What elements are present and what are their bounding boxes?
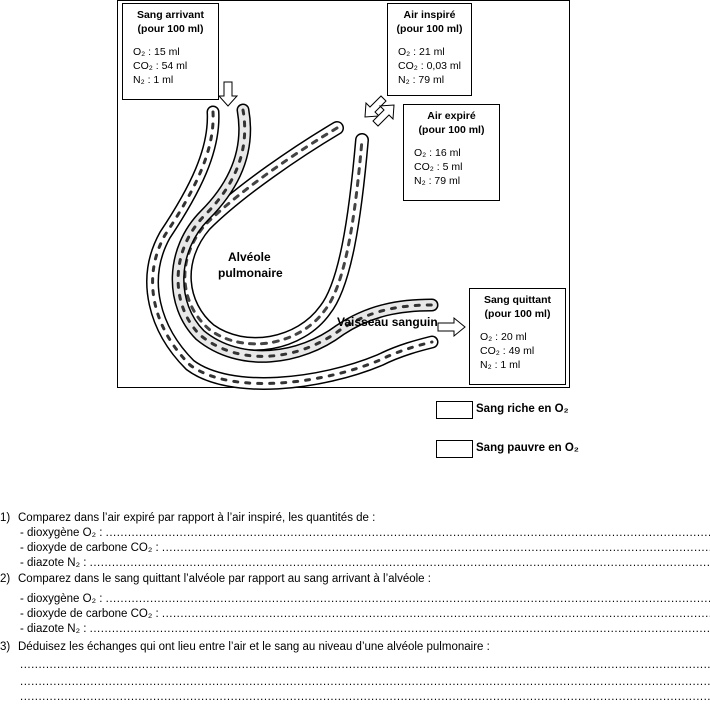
box-sang-quittant: Sang quittant (pour 100 ml) O₂ : 20 ml C…: [469, 288, 566, 385]
value-o2: O₂ : 21 ml: [398, 45, 465, 59]
answer-line[interactable]: - diazote N₂ : .........................…: [0, 622, 710, 637]
alveole-label-1: Alvéole: [228, 250, 271, 264]
question-text: Comparez dans le sang quittant l’alvéole…: [18, 573, 431, 585]
answer-label: - dioxygène O₂ :: [20, 527, 102, 539]
box-title: Sang quittant: [476, 293, 559, 307]
box-air-inspire: Air inspiré (pour 100 ml) O₂ : 21 ml CO₂…: [387, 3, 472, 96]
question-number: 2): [0, 572, 18, 587]
dotted-line: ........................................…: [20, 691, 710, 703]
legend-label-riche: Sang riche en O₂: [476, 403, 569, 415]
box-title: Air expiré: [410, 109, 493, 123]
box-subtitle: (pour 100 ml): [129, 22, 212, 36]
answer-line[interactable]: - dioxyde de carbone CO₂ : .............…: [0, 541, 710, 556]
question-1: 1)Comparez dans l’air expiré par rapport…: [0, 511, 708, 526]
value-co2: CO₂ : 49 ml: [480, 344, 559, 358]
answer-label: - dioxygène O₂ :: [20, 593, 102, 605]
question-text: Déduisez les échanges qui ont lieu entre…: [18, 641, 490, 653]
dotted-line: ........................................…: [162, 542, 710, 554]
value-co2: CO₂ : 54 ml: [133, 59, 212, 73]
value-n2: N₂ : 1 ml: [480, 358, 559, 372]
dotted-line: ........................................…: [106, 527, 710, 539]
answer-line[interactable]: - dioxygène O₂ : .......................…: [0, 592, 710, 607]
box-title: Sang arrivant: [129, 8, 212, 22]
dotted-line: ........................................…: [20, 659, 710, 671]
dotted-line: ........................................…: [90, 623, 710, 635]
value-o2: O₂ : 16 ml: [414, 146, 493, 160]
value-o2: O₂ : 15 ml: [133, 45, 212, 59]
answer-label: - diazote N₂ :: [20, 623, 86, 635]
answer-line[interactable]: ........................................…: [0, 658, 710, 673]
value-n2: N₂ : 1 ml: [133, 73, 212, 87]
alveole-label-2: pulmonaire: [218, 266, 283, 280]
box-title: Air inspiré: [394, 8, 465, 22]
question-number: 1): [0, 511, 18, 526]
legend-swatch-pauvre: [436, 440, 473, 458]
answer-line[interactable]: - dioxygène O₂ : .......................…: [0, 526, 710, 541]
dotted-line: ........................................…: [162, 608, 710, 620]
answer-line[interactable]: - dioxyde de carbone CO₂ : .............…: [0, 607, 710, 622]
value-n2: N₂ : 79 ml: [414, 174, 493, 188]
box-subtitle: (pour 100 ml): [410, 123, 493, 137]
legend-swatch-riche: [436, 401, 473, 419]
arrow-blood-out: [438, 318, 465, 336]
box-subtitle: (pour 100 ml): [394, 22, 465, 36]
dotted-line: ........................................…: [20, 676, 710, 688]
value-o2: O₂ : 20 ml: [480, 330, 559, 344]
value-co2: CO₂ : 0,03 ml: [398, 59, 465, 73]
arrow-blood-in: [219, 82, 237, 106]
question-2: 2)Comparez dans le sang quittant l’alvéo…: [0, 572, 708, 587]
dotted-line: ........................................…: [90, 557, 710, 569]
box-air-expire: Air expiré (pour 100 ml) O₂ : 16 ml CO₂ …: [403, 104, 500, 201]
question-3: 3)Déduisez les échanges qui ont lieu ent…: [0, 640, 708, 655]
box-sang-arrivant: Sang arrivant (pour 100 ml) O₂ : 15 ml C…: [122, 3, 219, 100]
box-subtitle: (pour 100 ml): [476, 307, 559, 321]
value-n2: N₂ : 79 ml: [398, 73, 465, 87]
answer-line[interactable]: ........................................…: [0, 675, 710, 690]
value-co2: CO₂ : 5 ml: [414, 160, 493, 174]
question-text: Comparez dans l’air expiré par rapport à…: [18, 512, 375, 524]
answer-label: - dioxyde de carbone CO₂ :: [20, 542, 159, 554]
answer-label: - diazote N₂ :: [20, 557, 86, 569]
answer-line[interactable]: - diazote N₂ : .........................…: [0, 556, 710, 571]
legend-label-pauvre: Sang pauvre en O₂: [476, 442, 579, 454]
question-number: 3): [0, 640, 18, 655]
dotted-line: ........................................…: [106, 593, 710, 605]
vaisseau-label: Vaisseau sanguin: [337, 315, 438, 329]
answer-label: - dioxyde de carbone CO₂ :: [20, 608, 159, 620]
